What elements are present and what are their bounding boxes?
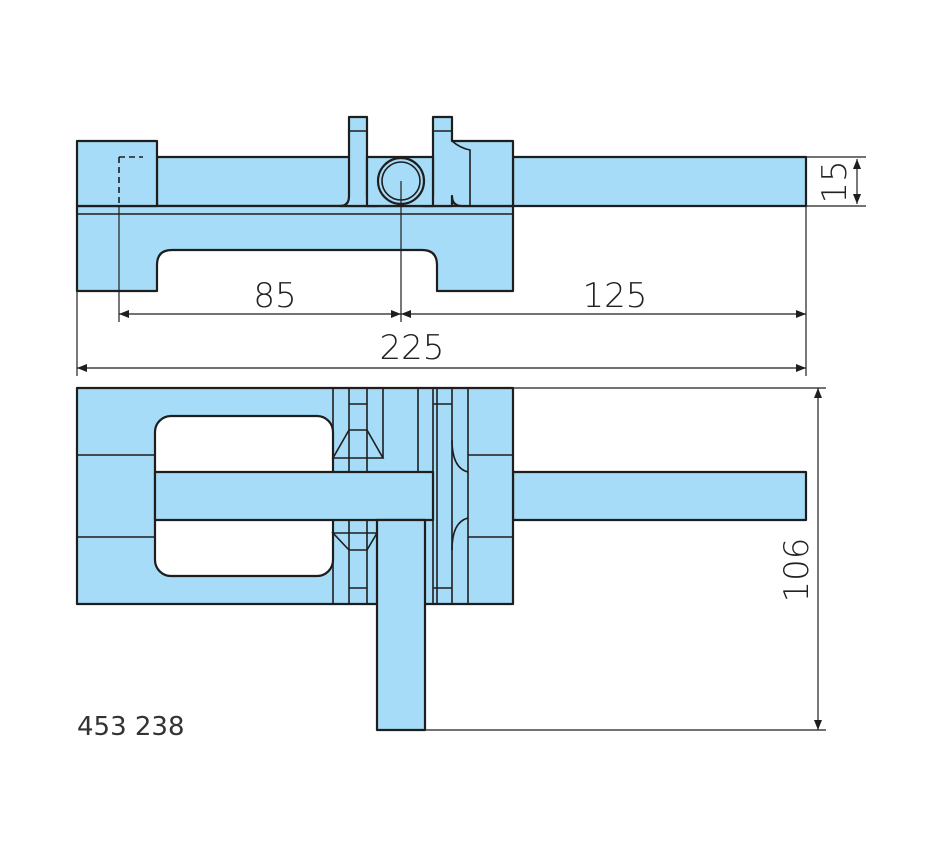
main-body-top [75, 204, 515, 293]
dim-15: 15 [815, 160, 855, 203]
hidden-outline [118, 156, 143, 207]
fillet-line [451, 517, 469, 551]
part-number: 453 238 [77, 712, 185, 742]
dim-225: 225 [380, 328, 445, 368]
right-rod [511, 155, 808, 208]
dim-85: 85 [253, 276, 296, 316]
fillet-line [451, 439, 469, 473]
chamfer-lower [331, 532, 379, 551]
chamfer-upper [331, 429, 385, 459]
dim-106: 106 [777, 538, 817, 603]
bottom-view [75, 386, 808, 732]
left-rod [155, 155, 359, 208]
cross-rod [153, 470, 435, 522]
dimensions: 15 85 125 225 106 [76, 156, 866, 731]
vertical-rod [375, 518, 427, 732]
dim-125: 125 [583, 276, 648, 316]
fork-fillet-line [451, 140, 471, 206]
side-rod [511, 470, 808, 522]
top-view [75, 115, 808, 293]
left-block [75, 139, 159, 208]
